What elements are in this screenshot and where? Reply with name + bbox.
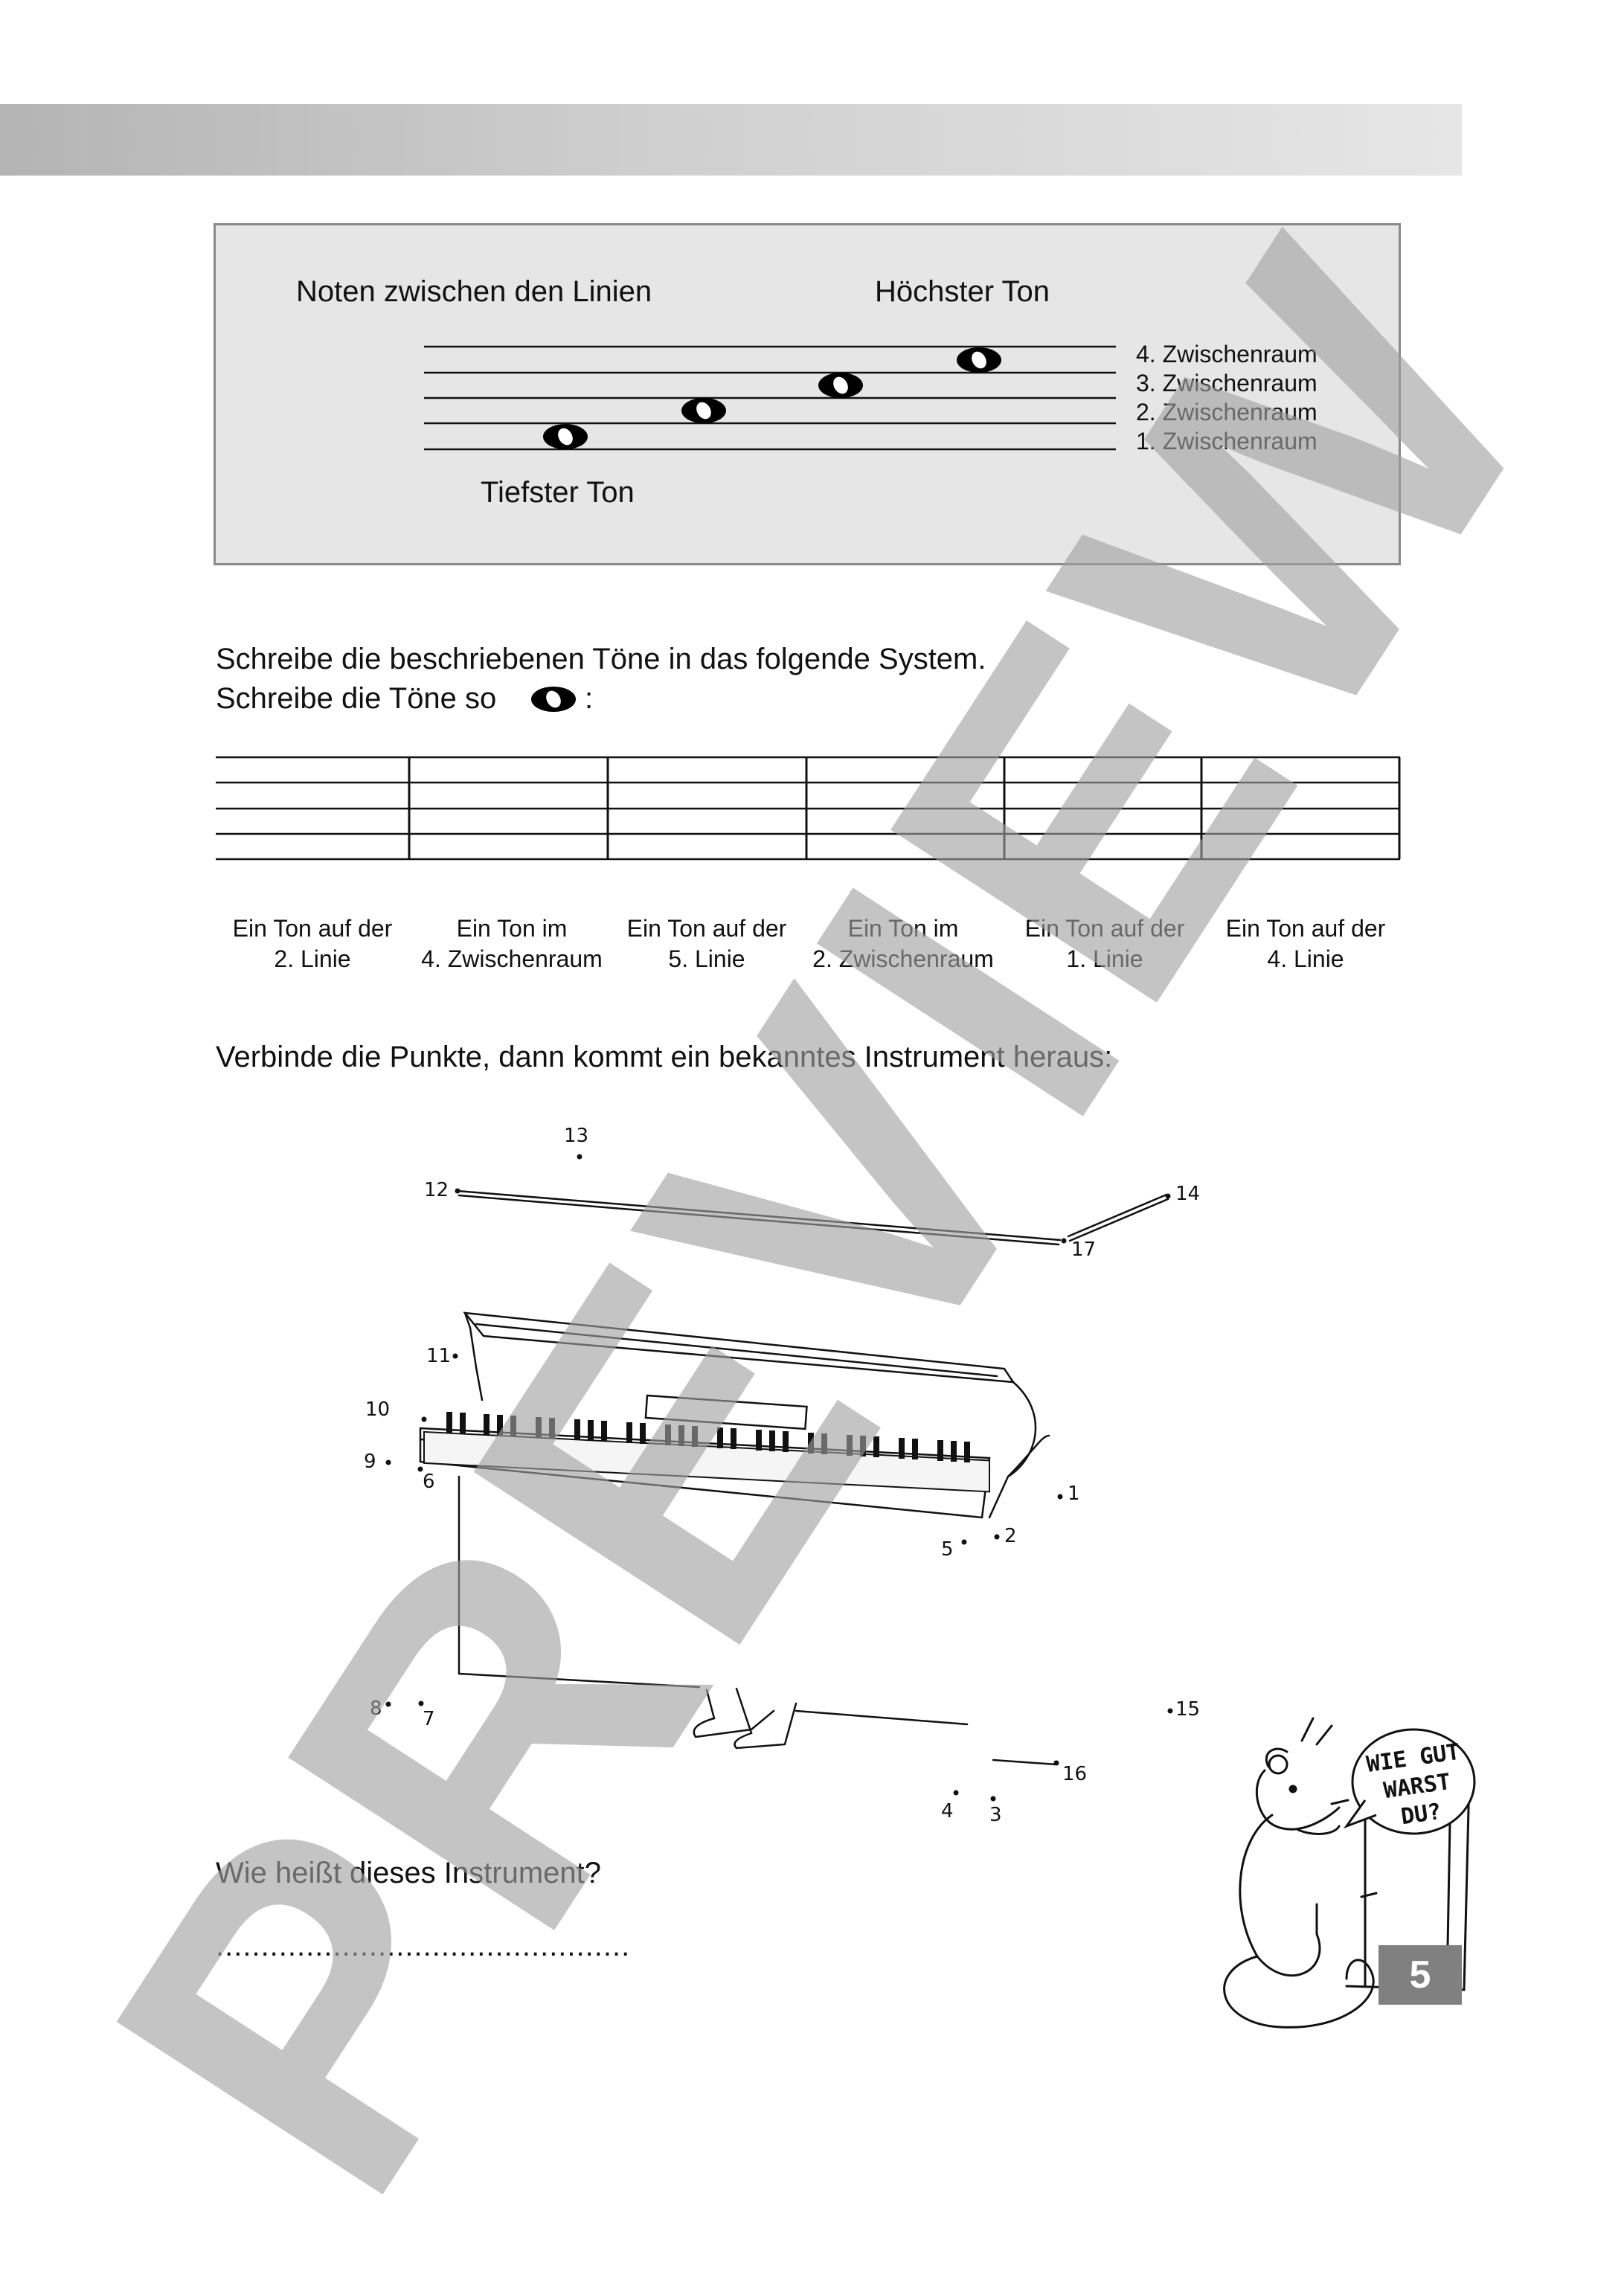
measure-caption-1-line1: Ein Ton auf der: [232, 915, 393, 942]
piano-black-keys: [446, 1412, 970, 1462]
dot-label-9: 9: [364, 1451, 376, 1473]
whole-note-icon: [531, 687, 576, 712]
measure-caption-3: Ein Ton auf der 5. Linie: [614, 913, 800, 974]
exercise1-instruction-colon: :: [585, 682, 594, 715]
dot-label-10: 10: [365, 1398, 391, 1421]
measure-caption-1-line2: 2. Linie: [274, 945, 351, 972]
header-band: [0, 104, 1462, 176]
dot-label-1: 1: [1068, 1483, 1080, 1505]
measure-caption-5-line1: Ein Ton auf der: [1024, 915, 1185, 942]
info-box-bottom-label: Tiefster Ton: [481, 476, 635, 509]
measure-caption-4-line2: 2. Zwischenraum: [812, 945, 994, 972]
measure-caption-4-line1: Ein Ton im: [847, 915, 959, 942]
dot-label-2: 2: [1004, 1525, 1017, 1547]
measure-caption-6-line1: Ein Ton auf der: [1225, 915, 1386, 942]
dot-label-12: 12: [424, 1179, 449, 1201]
space-label-1: 1. Zwischenraum: [1136, 428, 1318, 455]
whole-note-space-2: [681, 398, 726, 423]
measure-caption-5: Ein Ton auf der 1. Linie: [1012, 913, 1198, 974]
measure-caption-3-line2: 5. Linie: [668, 945, 745, 972]
instrument-question: Wie heißt dieses Instrument?: [216, 1857, 601, 1889]
measure-caption-2-line1: Ein Ton im: [456, 915, 568, 942]
space-label-2: 2. Zwischenraum: [1136, 399, 1318, 425]
space-labels: 4. Zwischenraum 3. Zwischenraum 2. Zwisc…: [1136, 340, 1318, 456]
exercise1-instruction-line1: Schreibe die beschriebenen Töne in das f…: [216, 643, 986, 675]
dot-label-17: 17: [1071, 1239, 1097, 1261]
speech-bubble-text: WIE GUT WARST DU?: [1356, 1737, 1478, 1837]
exercise-staff[interactable]: [0, 0, 1624, 2130]
measure-caption-5-line2: 1. Linie: [1066, 945, 1143, 972]
speech-bubble: [1343, 1728, 1476, 1835]
dot-label-16: 16: [1062, 1763, 1088, 1785]
piano-keys: [423, 1430, 990, 1493]
measure-caption-4: Ein Ton im 2. Zwischenraum: [810, 913, 996, 974]
answer-line[interactable]: ........................................…: [216, 1930, 631, 1962]
exercise2-instruction: Verbinde die Punkte, dann kommt ein beka…: [216, 1041, 1113, 1073]
space-label-3: 3. Zwischenraum: [1136, 370, 1318, 396]
dot-label-8: 8: [370, 1698, 382, 1720]
measure-caption-6: Ein Ton auf der 4. Linie: [1213, 913, 1399, 974]
info-box: [214, 223, 1401, 565]
dot-label-7: 7: [423, 1708, 435, 1730]
piano-dot-drawing: [385, 1154, 1173, 1802]
exercise1-instruction-line2: Schreibe die Töne so: [216, 682, 497, 715]
dot-label-13: 13: [564, 1125, 589, 1147]
measure-caption-1: Ein Ton auf der 2. Linie: [219, 913, 405, 974]
numbered-dots: [385, 1154, 1173, 1802]
whole-note-space-4: [957, 347, 1001, 373]
example-staff: [424, 345, 1116, 451]
space-label-4: 4. Zwischenraum: [1136, 341, 1318, 367]
dot-label-3: 3: [989, 1804, 1002, 1826]
info-box-title-right: Höchster Ton: [875, 275, 1050, 308]
measure-caption-2: Ein Ton im 4. Zwischenraum: [419, 913, 605, 974]
whole-note-space-1: [543, 424, 588, 449]
dot-label-11: 11: [426, 1345, 452, 1367]
dot-label-15: 15: [1175, 1698, 1201, 1721]
page-number: 5: [1379, 1945, 1462, 2005]
example-notes: [543, 347, 1001, 449]
measure-caption-2-line2: 4. Zwischenraum: [421, 945, 603, 972]
dot-label-4: 4: [941, 1800, 954, 1822]
whole-note-space-3: [818, 373, 863, 398]
measure-caption-6-line2: 4. Linie: [1267, 945, 1344, 972]
dot-label-6: 6: [423, 1471, 435, 1493]
measure-caption-3-line1: Ein Ton auf der: [626, 915, 787, 942]
info-box-title-left: Noten zwischen den Linien: [296, 275, 652, 308]
dot-label-5: 5: [941, 1538, 954, 1561]
dot-label-14: 14: [1175, 1183, 1201, 1205]
